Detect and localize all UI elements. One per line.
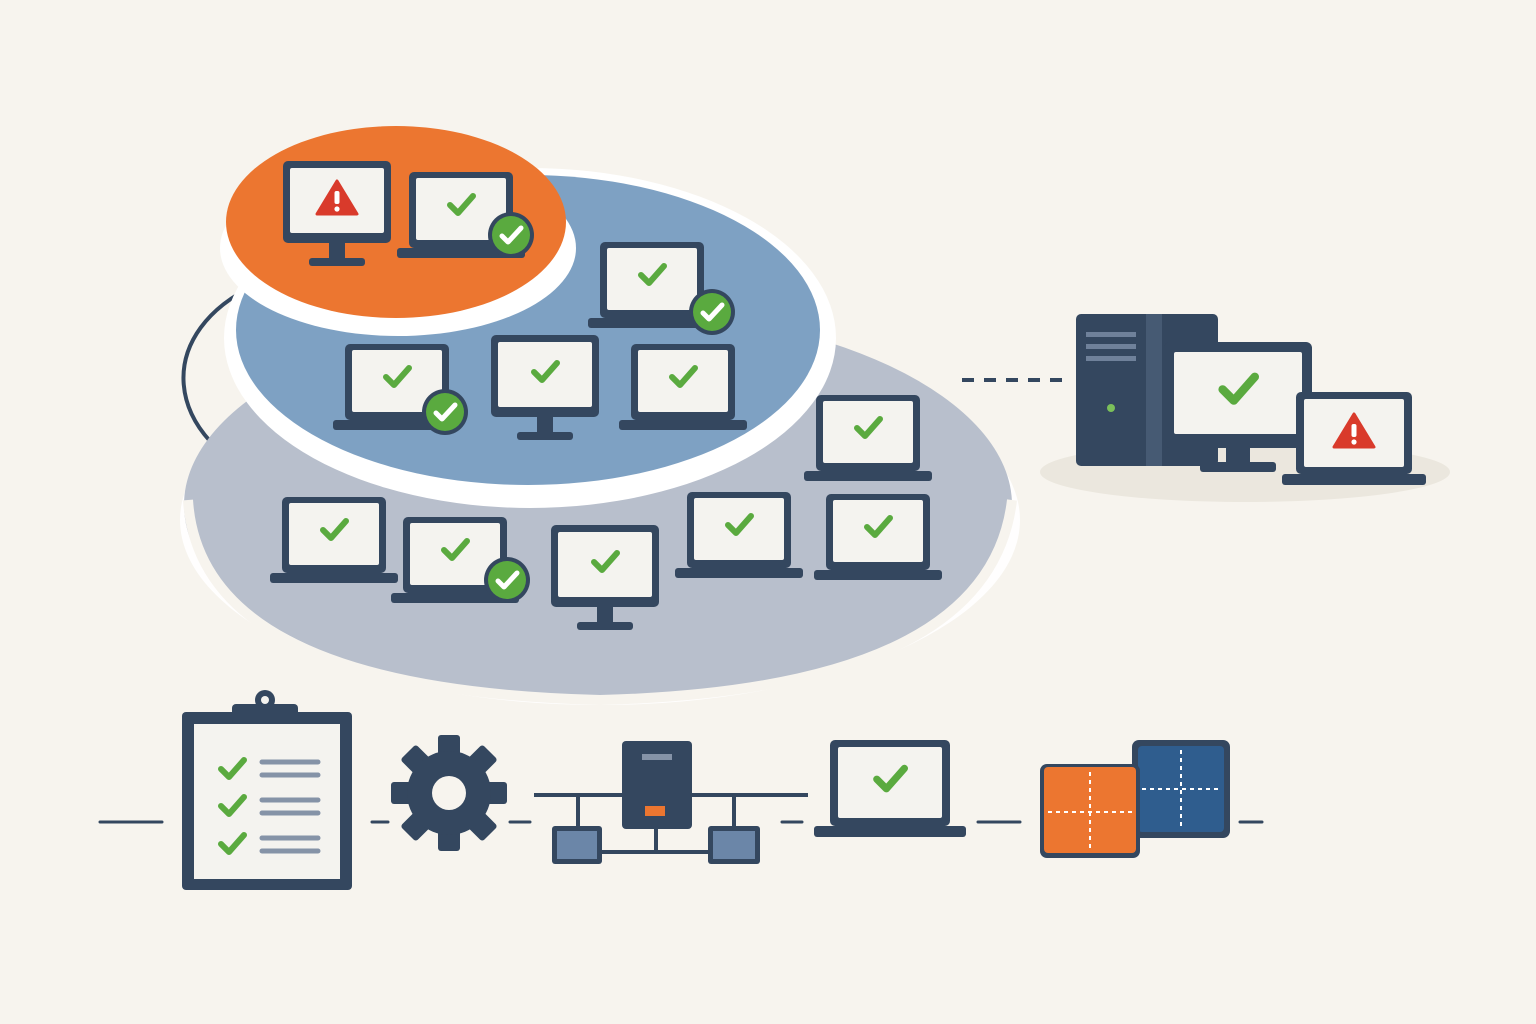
outer-laptop-1 [804,395,932,481]
outer-laptop-2 [270,497,398,583]
check-badge-icon [484,557,530,603]
middle-laptop-right [619,344,747,430]
outer-laptop-4 [675,492,803,578]
external-monitor-ok [1164,342,1312,472]
gear-icon [391,735,507,851]
middle-laptop-left [333,344,468,435]
external-laptop-warning [1282,392,1426,485]
split-tiles-icon [1040,740,1230,858]
laptop-check-icon [814,740,966,837]
external-cluster [1040,314,1450,502]
check-badge-icon [689,289,735,335]
check-badge-icon [488,212,534,258]
check-badge-icon [422,389,468,435]
network-switch-icon [534,741,808,864]
outer-laptop-5 [814,494,942,580]
clipboard-checklist-icon [182,690,352,890]
